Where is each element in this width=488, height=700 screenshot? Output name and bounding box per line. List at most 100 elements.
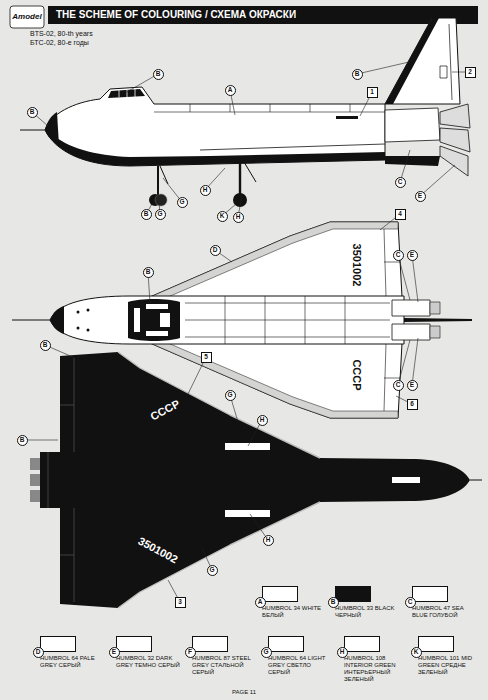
side-view	[440, 104, 470, 128]
side-view	[45, 130, 385, 166]
paint-callout: D	[33, 647, 44, 658]
paint-callout: G	[177, 197, 188, 208]
bottom-view	[118, 352, 320, 608]
top-view	[185, 296, 390, 344]
callout-letter: B	[30, 109, 35, 116]
callout-letter: B	[156, 71, 161, 78]
colour-swatch	[335, 586, 371, 602]
colour-swatch	[344, 636, 380, 652]
leader-line	[398, 255, 410, 300]
side-view	[244, 162, 256, 182]
callout-letter: F	[188, 649, 192, 656]
top-view	[150, 222, 402, 297]
paint-name: HUMBROL 33 BLACK ЧЕРНЫЙ	[335, 605, 399, 619]
top-view	[430, 326, 440, 338]
page-number: PAGE 11	[232, 689, 256, 696]
leader-line	[398, 340, 410, 385]
paint-callout: D	[210, 245, 221, 256]
callout-letter: B	[144, 211, 149, 218]
side-view	[45, 112, 59, 146]
paint-name: HUMBROL 108 INTERIOR GREEN ИНТЕРЬЕРНЫЙ З…	[344, 655, 408, 683]
callout-letter: B	[355, 71, 360, 78]
decal-number-box: 1	[367, 87, 378, 98]
country-decal: СССР	[351, 359, 363, 390]
top-view	[77, 311, 80, 314]
top-view	[146, 331, 168, 336]
bottom-view	[392, 477, 420, 483]
callout-letter: C	[408, 599, 413, 606]
side-view	[119, 89, 135, 97]
top-view	[50, 306, 64, 334]
paint-callout: B	[17, 435, 28, 446]
top-view	[50, 296, 404, 344]
callout-letter: 5	[204, 354, 208, 361]
top-view	[392, 324, 430, 340]
side-view	[440, 146, 468, 176]
side-view	[385, 156, 440, 166]
side-view	[108, 89, 145, 98]
paint-callout: C	[393, 380, 404, 391]
callout-letter: E	[112, 649, 116, 656]
paint-callout: H	[263, 535, 274, 546]
leader-line	[412, 338, 418, 385]
callout-letter: G	[263, 649, 268, 656]
callout-letter: 6	[410, 401, 414, 408]
side-view	[385, 18, 439, 104]
callout-letter: B	[146, 269, 151, 276]
callout-letter: H	[260, 417, 265, 424]
bottom-view	[470, 480, 482, 481]
leader-line	[420, 165, 455, 196]
paint-name: HUMBROL 34 WHITE БЕЛЫЙ	[262, 605, 326, 619]
paint-callout: G	[155, 209, 166, 220]
side-view	[385, 108, 440, 142]
top-view	[150, 222, 398, 297]
top-view	[134, 308, 140, 332]
paint-name: HUMBROL 87 STEEL GREY СТАЛЬНОЙ СЕРЫЙ	[192, 655, 256, 676]
callout-letter: C	[396, 252, 401, 259]
callout-letter: G	[209, 567, 214, 574]
paint-callout: B	[27, 107, 38, 118]
paint-name: HUMBROL 64 LIGHT GREY СВЕТЛО СЕРЫЙ	[268, 655, 332, 676]
paint-callout: H	[337, 647, 348, 658]
page-header	[48, 6, 478, 24]
callout-letter: 3	[178, 599, 182, 606]
paint-callout: B	[141, 209, 152, 220]
decal-number-box: 2	[465, 67, 476, 78]
decal-number-box: 3	[175, 597, 186, 608]
paint-name: HUMBROL 32 DARK GREY ТЕМНО СЕРЫЙ	[116, 655, 180, 669]
callout-letter: K	[414, 649, 419, 656]
side-view	[20, 18, 470, 207]
page-header	[10, 6, 44, 28]
version-note: BTS-02, 80-th years	[30, 30, 93, 38]
callout-letter: K	[220, 213, 225, 220]
page-title: THE SCHEME OF COLOURING / СХЕМА ОКРАСКИ	[56, 8, 296, 22]
side-view	[385, 18, 460, 104]
paint-callout: B	[352, 69, 363, 80]
paint-callout: H	[233, 212, 244, 223]
paint-callout: A	[255, 597, 266, 608]
bottom-view	[30, 458, 40, 470]
top-view	[87, 309, 90, 312]
paint-callout: G	[207, 565, 218, 576]
callout-letter: G	[157, 211, 162, 218]
top-view	[146, 304, 168, 309]
leader-line	[412, 255, 418, 302]
paint-callout: C	[395, 177, 406, 188]
colour-swatch	[40, 636, 76, 652]
top-view	[87, 329, 90, 332]
paint-callout: B	[153, 69, 164, 80]
paint-name: HUMBROL 47 SEA BLUE ГОЛУБОЙ	[412, 605, 476, 619]
side-view	[336, 116, 358, 119]
callout-letter: C	[398, 179, 403, 186]
bottom-view	[30, 490, 40, 502]
callout-letter: E	[418, 193, 422, 200]
callout-letter: 1	[370, 89, 374, 96]
paint-callout: K	[217, 211, 228, 222]
callout-letter: E	[410, 252, 414, 259]
colour-swatch	[262, 586, 298, 602]
side-view	[20, 130, 45, 131]
callout-letter: G	[179, 199, 184, 206]
colour-swatch	[192, 636, 228, 652]
colour-swatch	[418, 636, 454, 652]
paint-callout: B	[40, 340, 51, 351]
